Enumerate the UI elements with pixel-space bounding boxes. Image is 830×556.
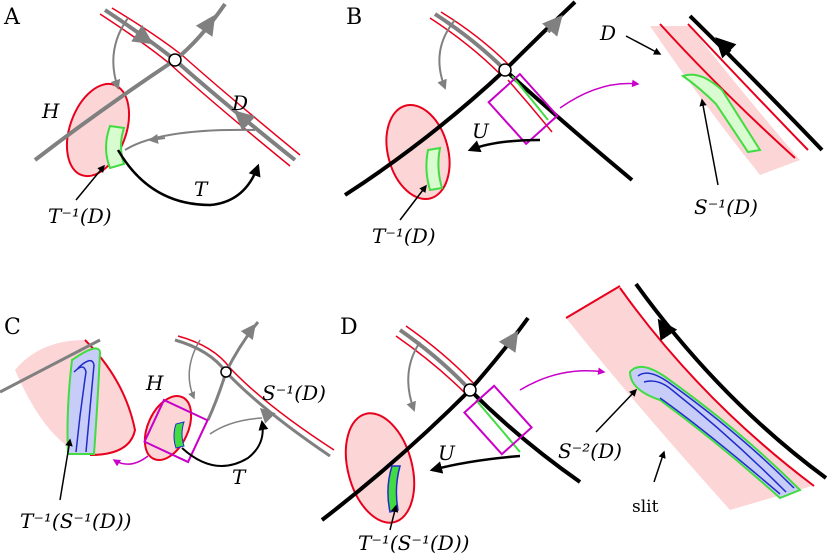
manifold-arrow-up xyxy=(541,14,563,37)
section-ellipse xyxy=(344,412,416,524)
label-tinv-sinv-d: T⁻¹(S⁻¹(D)) xyxy=(358,531,469,555)
zoom-manifold-arrow xyxy=(657,318,678,341)
panel-d-letter: D xyxy=(340,315,358,340)
d-strip-box xyxy=(507,79,553,133)
zoom-manifold-arrow xyxy=(715,37,737,59)
label-d: D xyxy=(231,91,248,115)
saddle-point xyxy=(168,53,182,67)
flow-curve-2 xyxy=(124,128,256,151)
manifold-arrow-up xyxy=(240,323,256,341)
domain-d-strip-inner xyxy=(99,13,291,167)
label-t: T xyxy=(232,465,247,489)
zoom-d-edge-1 xyxy=(659,23,796,159)
label-t: T xyxy=(194,177,209,201)
zoom-arrow xyxy=(559,79,640,109)
map-u-arrow xyxy=(467,138,541,153)
saddle-point xyxy=(220,366,232,378)
zoom-d-edge-2 xyxy=(687,23,809,151)
tinv-sinv-d-strip xyxy=(173,421,185,449)
blue-curve-1 xyxy=(77,359,95,453)
panel-a: A H D T T⁻¹(D) xyxy=(3,2,301,228)
d-strip-outer xyxy=(440,11,511,67)
d-strip xyxy=(177,335,335,451)
blue-curve-2 xyxy=(73,366,87,453)
zoom-box xyxy=(462,384,534,456)
d-pointer xyxy=(625,35,662,55)
label-h: H xyxy=(41,99,60,123)
flow-curve-1 xyxy=(406,341,421,412)
tinv-d-pointer xyxy=(399,184,427,221)
map-t-arrow xyxy=(116,149,261,207)
flow-curve-1 xyxy=(437,19,456,90)
label-d: D xyxy=(599,21,616,45)
d-strip-inner xyxy=(395,335,467,395)
manifold-arrow-left xyxy=(259,407,276,424)
stable-manifold xyxy=(468,388,582,484)
stable-manifold-gray xyxy=(398,328,472,392)
stable-manifold xyxy=(503,68,634,182)
stable-manifold xyxy=(103,8,297,162)
tinv-d-strip xyxy=(105,124,126,170)
zoom-stable-manifold xyxy=(688,14,824,152)
d-strip-inner xyxy=(429,17,501,75)
zoom-d-top xyxy=(565,285,621,319)
manifold-arrow-up xyxy=(195,14,216,37)
panel-c: C H S⁻¹(D) T T⁻¹(S⁻¹(D)) xyxy=(0,315,335,533)
zoom-blue-1 xyxy=(637,372,795,489)
saddle-point xyxy=(498,63,512,77)
label-tinv-d: T⁻¹(D) xyxy=(48,204,112,228)
label-s2-d: S⁻²(D) xyxy=(558,439,622,463)
label-tinv-d: T⁻¹(D) xyxy=(372,224,436,248)
manifold-arrow-left xyxy=(234,110,256,132)
panel-b: B U D S⁻¹(D) T⁻¹(D) xyxy=(343,0,824,248)
zoom-sinv-d xyxy=(680,73,762,154)
tinv-sinv-d-pointer xyxy=(59,438,73,501)
zoom-d-edge xyxy=(619,287,815,487)
zoom-stable-manifold xyxy=(634,282,828,480)
stable-manifold-gray xyxy=(433,12,507,72)
label-u: U xyxy=(438,441,456,465)
flow-curve-1 xyxy=(188,339,201,400)
zoom-box xyxy=(143,398,209,464)
panel-a-letter: A xyxy=(3,5,21,30)
label-sinv-d: S⁻¹(D) xyxy=(694,195,758,219)
zoom-blue-2 xyxy=(643,380,787,493)
stable-manifold xyxy=(174,338,331,458)
slit-pointer xyxy=(653,450,666,483)
zoom-manifold xyxy=(0,338,101,394)
manifold-arrow-up xyxy=(498,330,519,353)
zoom-arrow xyxy=(112,455,149,467)
flow-curve-2 xyxy=(209,417,263,435)
zoom-arrow xyxy=(519,367,606,391)
manifold-arrow-down xyxy=(131,24,154,45)
zoom-box xyxy=(487,72,559,146)
s2-d-strip-box xyxy=(475,399,521,453)
sinv-d-pointer xyxy=(699,98,719,186)
tinv-sinv-d-region xyxy=(66,347,102,455)
zoom-blue-3 xyxy=(659,397,781,495)
panel-d: D U S⁻²(D) slit T⁻¹(S⁻¹ xyxy=(320,282,828,555)
label-slit: slit xyxy=(632,497,659,517)
tinv-d-pointer xyxy=(75,164,105,201)
zoom-section-edge xyxy=(84,339,137,456)
flow-curve-1 xyxy=(110,17,129,90)
panel-b-letter: B xyxy=(346,5,362,30)
label-tinv-sinv-d: T⁻¹(S⁻¹(D)) xyxy=(20,509,131,533)
panel-c-letter: C xyxy=(4,315,21,340)
map-u-arrow xyxy=(429,454,521,474)
flow-arrow-2 xyxy=(148,133,166,144)
sinv-d-strip-box xyxy=(511,75,549,121)
tinv-sinv-d-pointer xyxy=(389,504,399,531)
label-u: U xyxy=(472,119,490,143)
map-t-arrow xyxy=(181,420,269,467)
s2-d-pointer xyxy=(595,388,638,433)
saddle-point xyxy=(463,383,477,397)
label-h: H xyxy=(145,371,164,395)
d-strip-outer xyxy=(405,325,477,387)
section-ellipse xyxy=(385,103,451,201)
label-sinv-d: S⁻¹(D) xyxy=(262,381,326,405)
tinv-d-strip xyxy=(425,146,444,192)
